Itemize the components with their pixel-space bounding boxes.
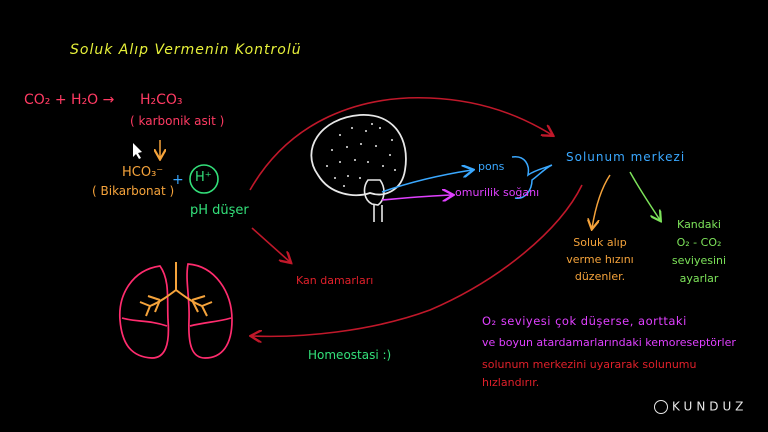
- bicarbonate-label: ( Bikarbonat ): [92, 184, 175, 198]
- respiratory-center-label: Solunum merkezi: [566, 150, 686, 164]
- arrow-ph-to-center: [249, 96, 552, 191]
- rate-effect-line: verme hızını: [566, 253, 634, 266]
- blood-vessels-label: Kan damarları: [296, 274, 374, 287]
- bicarbonate-ion: HCO₃⁻: [122, 165, 164, 180]
- brand-logo: KUNDUZ: [654, 399, 747, 414]
- equation-product: H₂CO₃: [140, 92, 183, 108]
- brand-icon: [654, 399, 668, 414]
- levels-effect-line: seviyesini: [671, 254, 727, 267]
- note-line-2: ve boyun atardamarlarındaki kemoreseptör…: [482, 336, 736, 349]
- blue-bracket: [511, 156, 553, 199]
- brain-drawing: [310, 114, 407, 222]
- note-line-3: solunum merkezini uyararak solunumu: [482, 358, 697, 371]
- brand-name: KUNDUZ: [672, 399, 748, 414]
- arrow-center-to-levels: [629, 171, 660, 220]
- plus-sign: +: [172, 172, 184, 188]
- arrow-pons: [381, 170, 472, 193]
- rate-effect-line: düzenler.: [574, 270, 626, 283]
- ph-drop-label: pH düşer: [190, 203, 249, 218]
- levels-effect: Kandaki O₂ - CO₂ seviyesini ayarlar: [664, 218, 734, 285]
- rate-effect: Soluk alıp verme hızını düzenler.: [550, 236, 650, 283]
- carbonic-acid-label: ( karbonik asit ): [130, 114, 225, 128]
- arrow-center-to-lungs: [252, 184, 583, 336]
- page-title: Soluk Alıp Vermenin Kontrolü: [70, 42, 302, 58]
- note-line-4: hızlandırır.: [482, 376, 540, 389]
- levels-effect-line: O₂ - CO₂: [676, 236, 722, 249]
- bronchi-drawing: [139, 262, 213, 317]
- hydrogen-ion: H⁺: [195, 170, 212, 185]
- levels-effect-line: Kandaki: [677, 218, 721, 231]
- equation-reactants: CO₂ + H₂O →: [24, 92, 115, 108]
- rate-effect-line: Soluk alıp: [573, 236, 627, 249]
- lungs-drawing: [119, 263, 233, 359]
- levels-effect-line: ayarlar: [679, 272, 719, 285]
- note-line-1: O₂ seviyesi çok düşerse, aorttaki: [482, 314, 687, 328]
- arrow-ph-to-vessels: [251, 227, 290, 262]
- arrow-center-to-rate: [592, 174, 611, 228]
- pons-label: pons: [478, 160, 505, 173]
- medulla-label: omurilik soğanı: [455, 186, 540, 199]
- h-ion-circle: [189, 164, 219, 194]
- homeostasis-label: Homeostasi :): [308, 348, 392, 362]
- arrow-medulla: [381, 195, 452, 200]
- cursor-icon: [133, 143, 142, 159]
